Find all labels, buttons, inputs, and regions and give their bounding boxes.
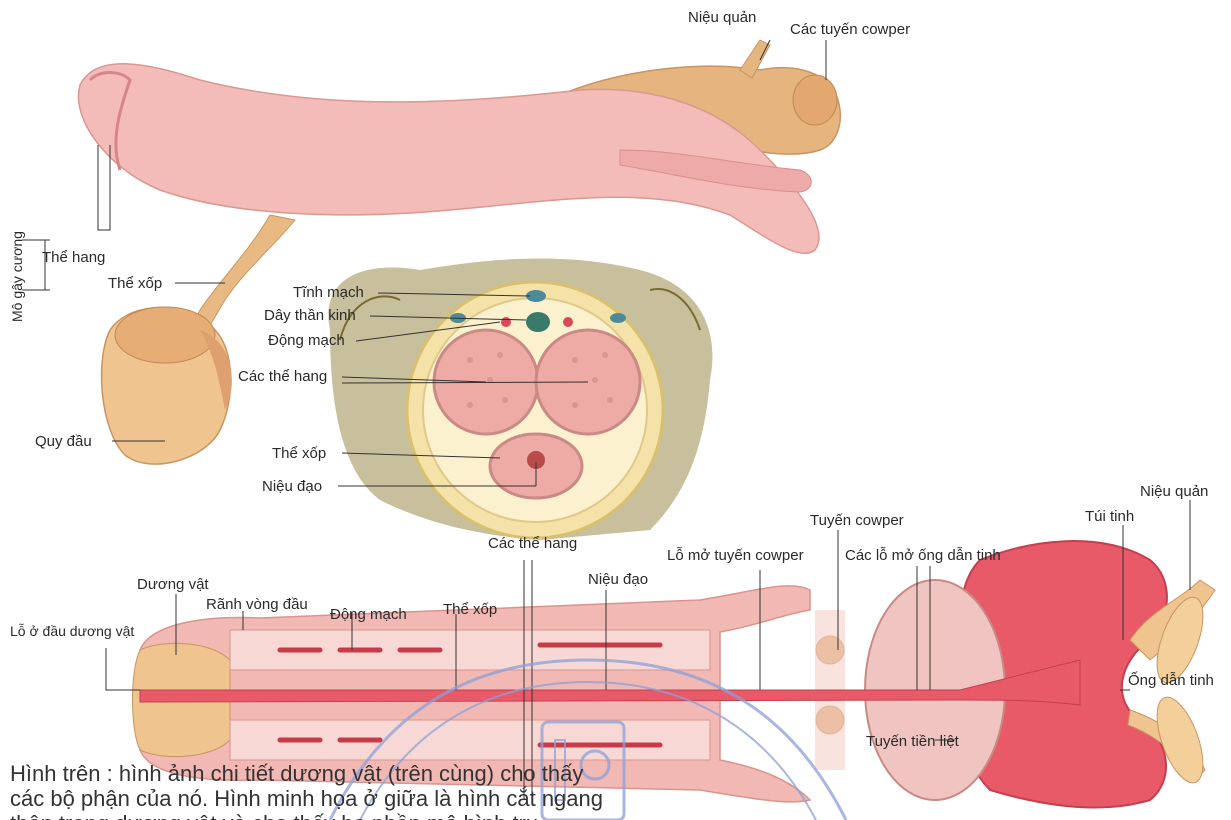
label-day-than-kinh: Dây thần kinh — [264, 307, 356, 324]
label-quy-dau: Quy đầu — [35, 433, 92, 450]
label-ranh-vong-dau: Rãnh vòng đầu — [206, 596, 308, 613]
label-tuyen-cowper: Tuyến cowper — [810, 512, 904, 529]
label-the-xop-long: Thể xốp — [443, 601, 497, 618]
caption-line-2: các bộ phận của nó. Hình minh họa ở giữa… — [10, 786, 603, 811]
artery-section-left — [501, 317, 511, 327]
label-cac-the-hang-cross: Các thể hang — [238, 368, 327, 385]
glans-opening — [115, 307, 215, 363]
label-cac-lo-mo-ong-dan-tinh: Các lỗ mở ống dẫn tinh — [845, 547, 1001, 564]
label-the-xop-cross: Thể xốp — [272, 445, 326, 462]
label-tuyen-tien-liet: Tuyến tiền liệt — [866, 733, 960, 750]
label-lo-mo-tuyen-cowper: Lỗ mở tuyến cowper — [667, 547, 804, 564]
label-nieu-quan-bottom: Niệu quản — [1140, 483, 1208, 500]
label-dong-mach-cross: Động mạch — [268, 332, 345, 349]
label-cac-tuyen-cowper: Các tuyến cowper — [790, 21, 910, 38]
label-the-xop-top: Thể xốp — [108, 275, 162, 292]
label-ong-dan-tinh: Ống dẫn tinh — [1128, 671, 1214, 689]
label-lo-o-dau-duong-vat: Lỗ ở đầu dương vật — [10, 623, 134, 639]
label-the-hang: Thể hang — [42, 249, 105, 266]
label-nieu-quan-top: Niệu quản — [688, 9, 756, 26]
label-dong-mach-long: Động mạch — [330, 606, 407, 623]
caption-line-3: thân trong dương vật và cho thấy ba phần… — [10, 811, 538, 820]
cross-section — [328, 258, 712, 540]
caption: Hình trên : hình ảnh chi tiết dương vật … — [10, 761, 603, 820]
label-tinh-mach: Tĩnh mạch — [293, 284, 364, 301]
label-tui-tinh: Túi tinh — [1085, 508, 1134, 525]
cowper-gland-bulb — [793, 75, 837, 125]
label-cac-the-hang-long: Các thể hang — [488, 535, 577, 552]
label-nieu-dao-cross: Niệu đạo — [262, 478, 322, 495]
label-duong-vat: Dương vật — [137, 576, 209, 593]
caption-line-1: Hình trên : hình ảnh chi tiết dương vật … — [10, 761, 583, 786]
nerve-section — [526, 312, 550, 332]
vein-right — [610, 313, 626, 323]
label-mo-gay-cuong: Mô gây cương — [9, 231, 25, 322]
artery-section-right — [563, 317, 573, 327]
label-nieu-dao-long: Niệu đạo — [588, 571, 648, 588]
